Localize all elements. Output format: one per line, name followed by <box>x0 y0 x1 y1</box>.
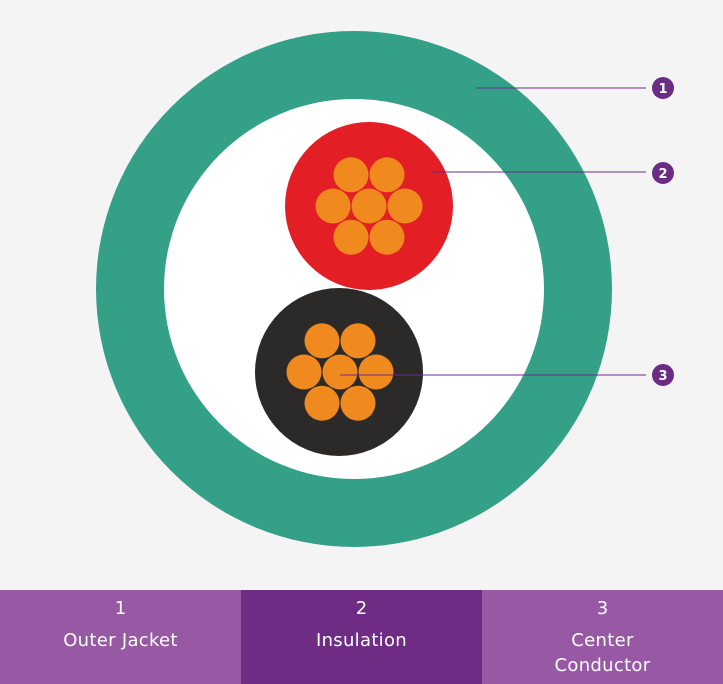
callout-2: 2 <box>652 162 674 184</box>
strand-red-6 <box>333 157 369 193</box>
callout-badge-1 <box>652 77 674 99</box>
core-black <box>255 288 423 456</box>
strand-black-7 <box>340 323 376 359</box>
callout-1: 1 <box>652 77 674 99</box>
legend-label: Insulation <box>315 630 407 651</box>
strand-black-5 <box>286 354 322 390</box>
callout-badge-3 <box>652 364 674 386</box>
strand-black-1 <box>322 354 358 390</box>
callout-badge-2 <box>652 162 674 184</box>
legend-item-outer-jacket: 1 Outer Jacket <box>0 590 241 684</box>
legend-number: 2 <box>355 598 368 619</box>
conductor-strands-red <box>315 157 423 255</box>
callout-number-3: 3 <box>658 369 667 384</box>
conductor-strands-black <box>286 323 394 421</box>
strand-black-2 <box>358 354 394 390</box>
legend-number: 1 <box>114 598 127 619</box>
strand-red-7 <box>369 157 405 193</box>
strand-red-5 <box>315 188 351 224</box>
callout-number-2: 2 <box>658 167 667 182</box>
strand-red-4 <box>333 219 369 255</box>
legend-label: Center Conductor <box>554 630 651 676</box>
callout-3: 3 <box>652 364 674 386</box>
core-red <box>285 122 453 290</box>
strand-black-6 <box>304 323 340 359</box>
cable-diagram: 1 2 3 <box>96 31 674 547</box>
legend-bar: 1 Outer Jacket 2 Insulation 3 Center Con… <box>0 590 723 684</box>
strand-red-3 <box>369 219 405 255</box>
strand-red-1 <box>351 188 387 224</box>
strand-black-3 <box>340 385 376 421</box>
legend-item-center-conductor: 3 Center Conductor <box>482 590 723 684</box>
strand-black-4 <box>304 385 340 421</box>
legend-item-insulation: 2 Insulation <box>241 590 482 684</box>
legend-label: Outer Jacket <box>63 630 178 651</box>
legend-number: 3 <box>596 598 609 619</box>
callout-number-1: 1 <box>658 82 667 97</box>
strand-red-2 <box>387 188 423 224</box>
